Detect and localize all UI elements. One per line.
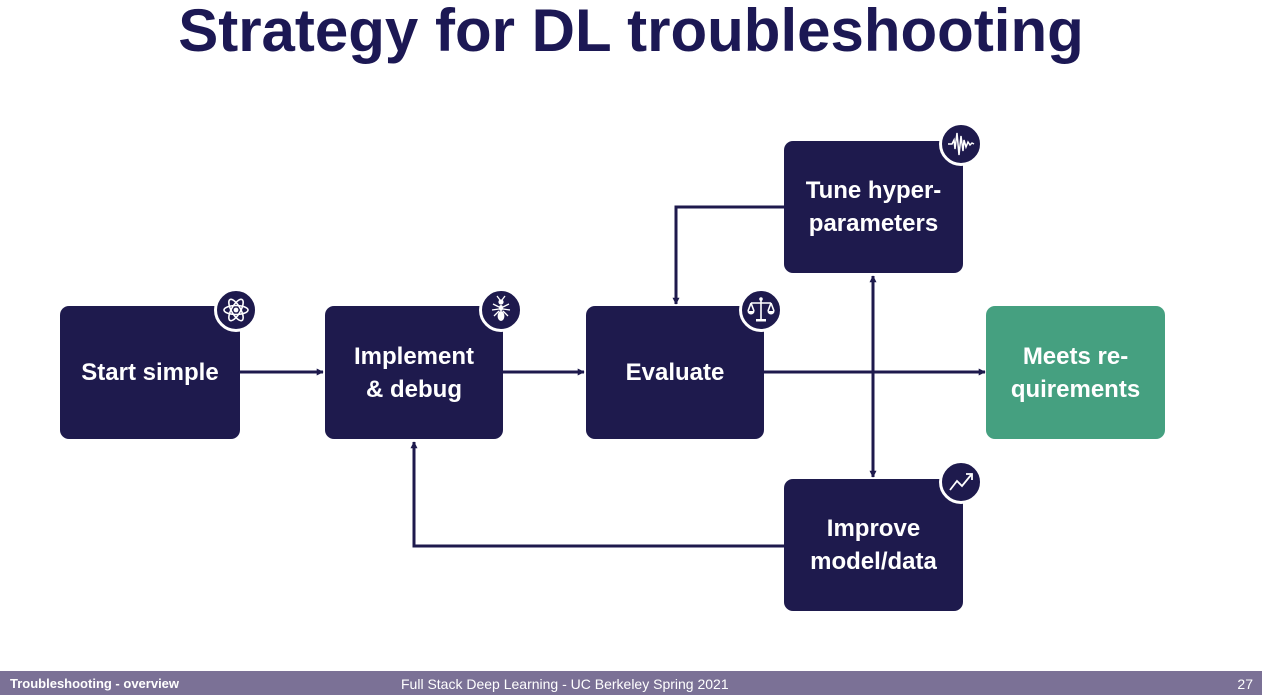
improve-model-data-node: Improve model/data (784, 479, 963, 611)
footer-section: Troubleshooting - overview (10, 676, 180, 691)
balance-scale-icon (739, 288, 783, 332)
atom-icon (214, 288, 258, 332)
improve-model-data-label: Improve model/data (810, 515, 937, 575)
trend-up-icon (939, 460, 983, 504)
meets-requirements-node: Meets re- quirements (986, 306, 1165, 439)
waveform-icon (939, 122, 983, 166)
evaluate-node: Evaluate (586, 306, 764, 439)
implement-debug-node: Implement & debug (325, 306, 503, 439)
footer-course: Full Stack Deep Learning - UC Berkeley S… (401, 676, 729, 692)
tune-hyperparameters-label: Tune hyper- parameters (805, 177, 942, 237)
slide-title: Strategy for DL troubleshooting (178, 0, 1084, 64)
ant-icon (479, 288, 523, 332)
tune-hyperparameters-node: Tune hyper- parameters (784, 141, 963, 273)
evaluate-label: Evaluate (625, 359, 725, 386)
start-simple-node: Start simple (60, 306, 240, 439)
start-simple-label: Start simple (81, 359, 219, 386)
implement-debug-label: Implement & debug (353, 342, 475, 403)
page-number: 27 (1237, 676, 1253, 692)
meets-requirements-label: Meets re- quirements (1010, 342, 1141, 403)
arrow-tune-to-evaluate (672, 205, 784, 305)
arrow-improve-to-implement (410, 441, 784, 548)
footer-bar: Troubleshooting - overview Full Stack De… (0, 671, 1262, 695)
